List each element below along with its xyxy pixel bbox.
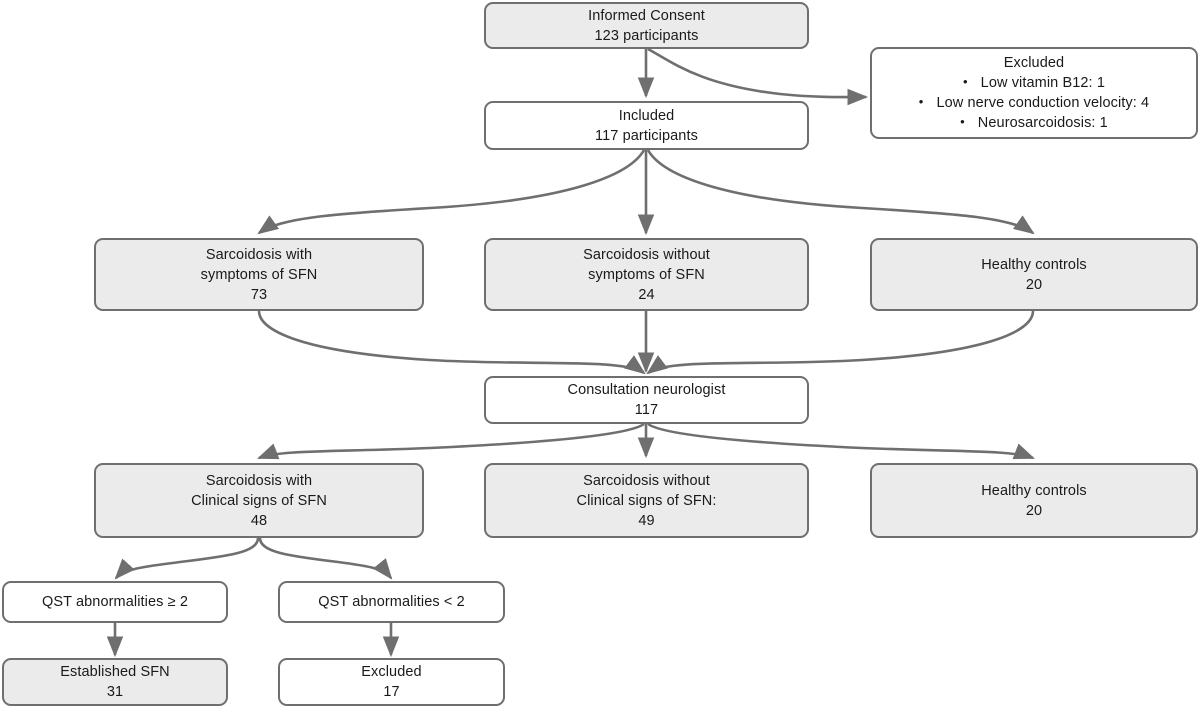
excluded-bottom-line1: Excluded — [361, 664, 422, 680]
excluded-top-item-0: Low vitamin B12: 1 — [980, 75, 1105, 91]
informed-consent-line2: 123 participants — [594, 27, 699, 44]
edge-right-to-consultation — [646, 310, 1035, 375]
sarc-with-signs-line2: Clinical signs of SFN — [191, 492, 327, 509]
sarc-without-symptoms-line1: Sarcoidosis without — [583, 246, 710, 263]
healthy-controls-2-line1: Healthy controls — [981, 482, 1087, 499]
node-healthy-controls-1[interactable]: Healthy controls 20 — [870, 238, 1198, 311]
node-sarcoidosis-without-clinical-signs[interactable]: Sarcoidosis without Clinical signs of SF… — [484, 463, 809, 538]
sarc-with-signs-count: 48 — [250, 512, 268, 529]
qst-ge2-label: QST abnormalities ≥ 2 — [42, 594, 188, 610]
sarc-without-signs-line2: Clinical signs of SFN: — [576, 492, 717, 509]
sarc-without-symptoms-count: 24 — [638, 286, 655, 303]
edge-left-to-consultation — [257, 310, 646, 375]
node-included[interactable]: Included 117 participants — [484, 101, 809, 150]
excluded-top-bullet-list: • Low vitamin B12: 1 • Low nerve conduct… — [872, 73, 1196, 133]
consultation-line1: Consultation neurologist — [567, 382, 726, 398]
sarc-without-symptoms-line2: symptoms of SFN — [588, 266, 705, 283]
node-sarcoidosis-with-symptoms[interactable]: Sarcoidosis with symptoms of SFN 73 — [94, 238, 424, 311]
healthy-controls-1-count: 20 — [1025, 276, 1043, 293]
excluded-bottom-count: 17 — [383, 684, 400, 700]
node-healthy-controls-2[interactable]: Healthy controls 20 — [870, 463, 1198, 538]
edge-signs-to-qst-lt2 — [258, 537, 393, 580]
edge-consultation-to-right2 — [647, 422, 1035, 460]
established-sfn-line1: Established SFN — [60, 664, 170, 680]
established-sfn-count: 31 — [106, 684, 124, 700]
consultation-count: 117 — [634, 402, 659, 418]
excluded-top-bullet-item: • Neurosarcoidosis: 1 — [960, 113, 1108, 133]
excluded-top-title: Excluded — [1003, 55, 1065, 71]
edge-consultation-to-left2 — [257, 422, 645, 460]
edge-consent-to-excluded — [647, 47, 869, 106]
sarc-with-signs-line1: Sarcoidosis with — [205, 472, 313, 489]
bullet-icon: • — [960, 114, 965, 129]
node-sarcoidosis-without-symptoms[interactable]: Sarcoidosis without symptoms of SFN 24 — [484, 238, 809, 311]
edge-included-to-left — [257, 149, 646, 235]
node-sarcoidosis-with-clinical-signs[interactable]: Sarcoidosis with Clinical signs of SFN 4… — [94, 463, 424, 538]
excluded-top-bullet-item: • Low vitamin B12: 1 — [963, 73, 1105, 93]
node-established-sfn[interactable]: Established SFN 31 — [2, 658, 228, 706]
excluded-top-item-1: Low nerve conduction velocity: 4 — [936, 95, 1150, 111]
edge-included-to-right — [646, 149, 1035, 235]
node-excluded-bottom[interactable]: Excluded 17 — [278, 658, 505, 706]
sarc-with-symptoms-line1: Sarcoidosis with — [205, 246, 313, 263]
sarc-with-symptoms-count: 73 — [250, 286, 268, 303]
bullet-icon: • — [963, 74, 968, 89]
sarc-with-symptoms-line2: symptoms of SFN — [200, 266, 318, 283]
bullet-icon: • — [918, 94, 924, 109]
informed-consent-line1: Informed Consent — [588, 7, 705, 24]
excluded-top-bullet-item: • Low nerve conduction velocity: 4 — [919, 93, 1149, 113]
qst-lt2-label: QST abnormalities < 2 — [318, 594, 465, 610]
node-informed-consent[interactable]: Informed Consent 123 participants — [484, 2, 809, 49]
sarc-without-signs-count: 49 — [638, 512, 655, 529]
excluded-top-item-2: Neurosarcoidosis: 1 — [977, 115, 1108, 131]
edge-signs-to-qst-ge2 — [114, 537, 260, 580]
included-line2: 117 participants — [595, 127, 698, 144]
node-consultation-neurologist[interactable]: Consultation neurologist 117 — [484, 376, 809, 424]
healthy-controls-2-count: 20 — [1025, 502, 1043, 519]
healthy-controls-1-line1: Healthy controls — [981, 256, 1087, 273]
node-excluded-top[interactable]: Excluded • Low vitamin B12: 1 • Low nerv… — [870, 47, 1198, 139]
node-qst-abnormalities-lt-2[interactable]: QST abnormalities < 2 — [278, 581, 505, 623]
node-qst-abnormalities-ge-2[interactable]: QST abnormalities ≥ 2 — [2, 581, 228, 623]
included-line1: Included — [618, 107, 675, 124]
sarc-without-signs-line1: Sarcoidosis without — [583, 472, 710, 489]
